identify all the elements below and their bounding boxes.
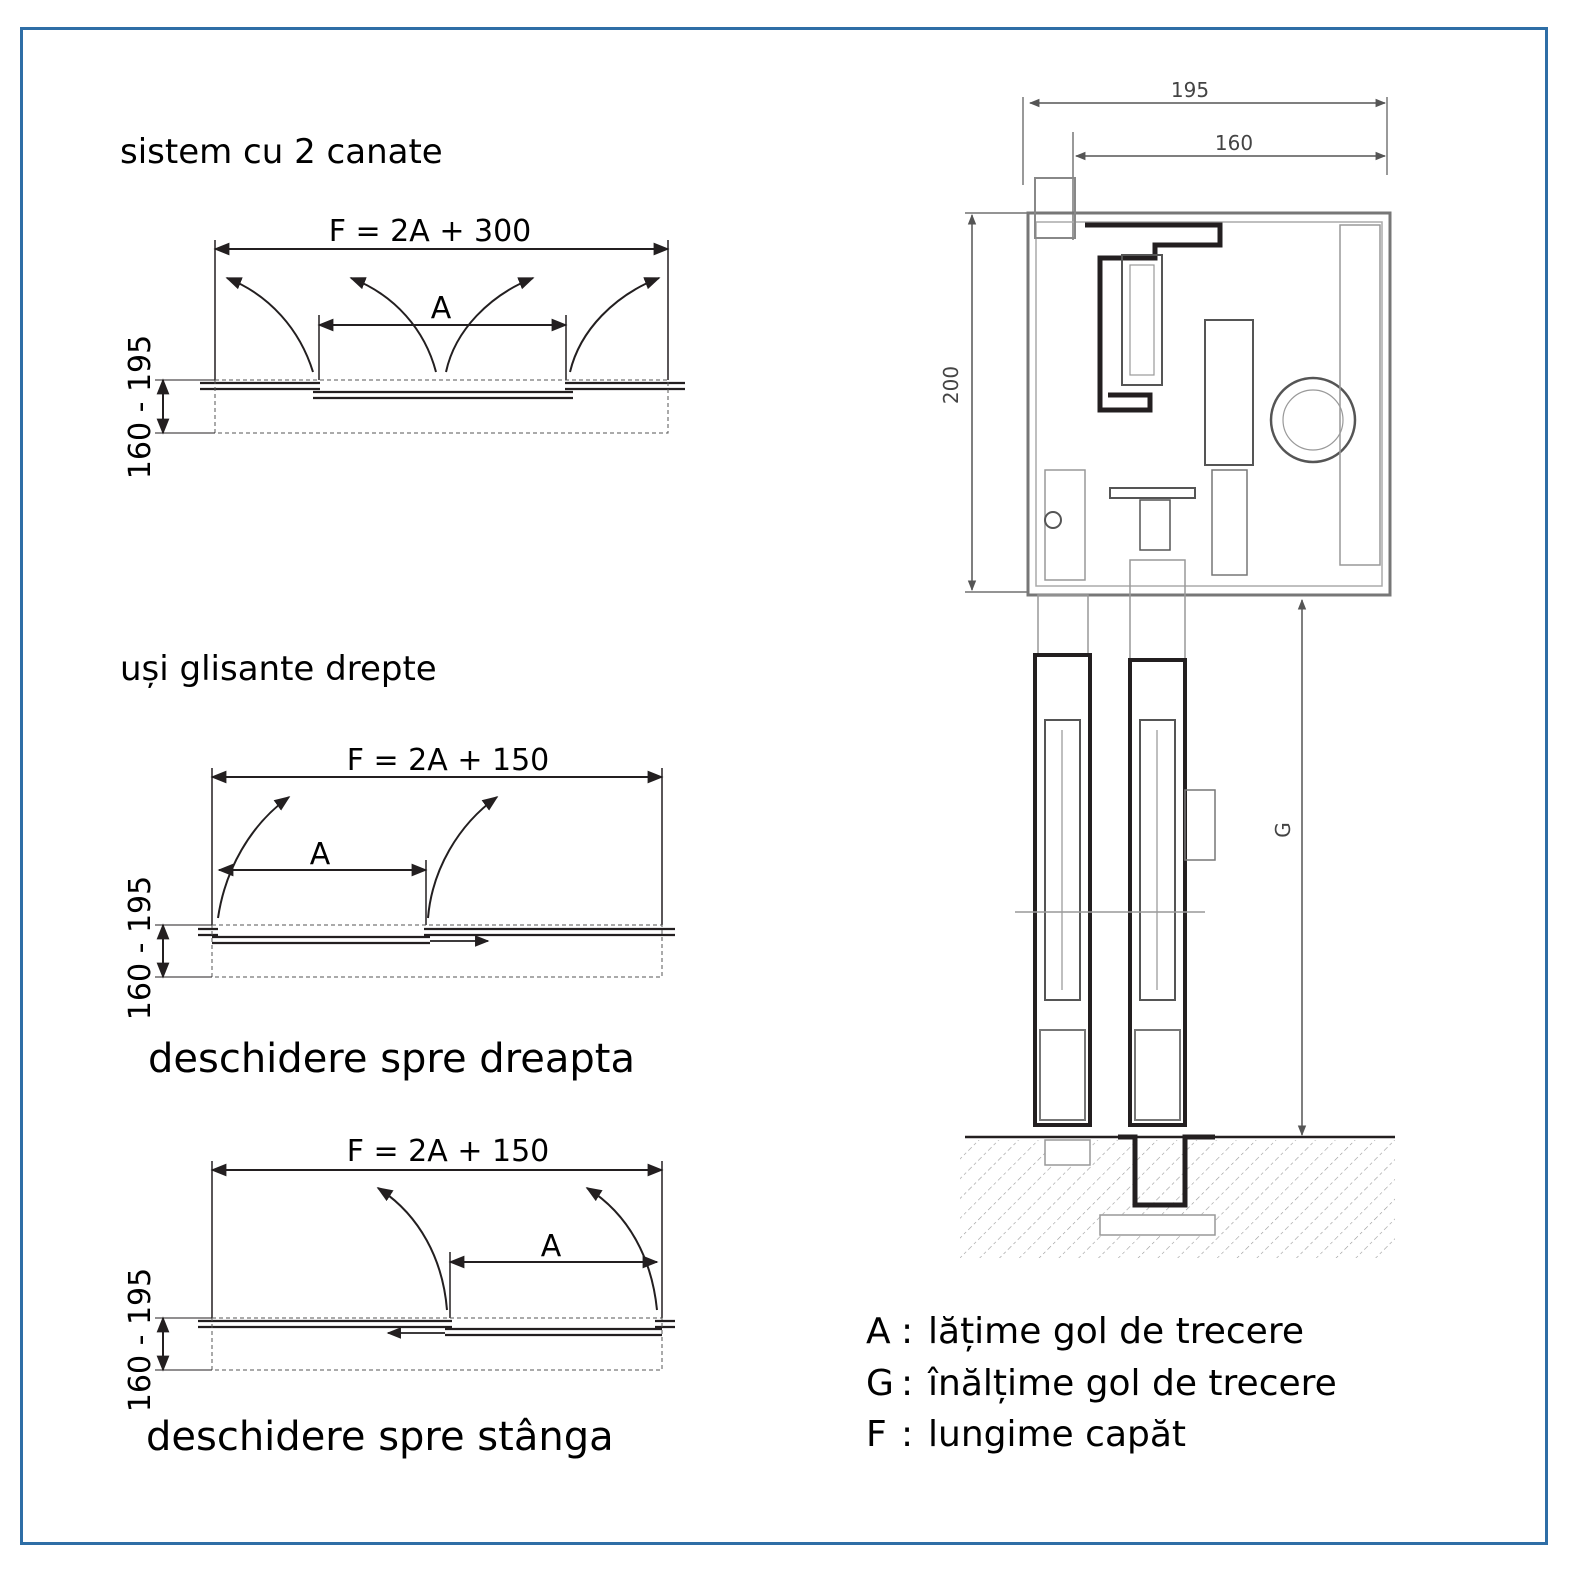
page-border [20,27,1548,1545]
left-opening-caption: deschidere spre stânga [146,1414,614,1460]
legend-key-a: A [866,1311,891,1352]
legend-sep-f: : [901,1414,913,1455]
depth-label: 160 - 195 [123,1268,158,1412]
straight-title: uși glisante drepte [120,649,437,689]
depth-label: 160 - 195 [123,335,158,479]
swing-arrow-3 [445,277,535,373]
right-opening-diagram: F = 2A + 150 A 160 - 195 deschidere spre… [123,743,675,1082]
cross-section-drawing: 195 160 200 G [939,78,1395,1258]
leaf-profiles [198,927,675,945]
f-formula-label: F = 2A + 150 [347,1134,550,1169]
door-leaf-right [1128,658,1216,1127]
legend-text-a: lățime gol de trecere [928,1311,1304,1352]
two-leaf-diagram: sistem cu 2 canate F = 2A + 300 A 160 - … [120,132,685,479]
legend-key-g: G [866,1363,894,1404]
pulley-wheel [1269,376,1357,464]
a-gap-label: A [431,291,452,326]
leaf-profiles [198,1319,675,1337]
motor-unit [1121,254,1163,386]
drive-rail [1085,222,1223,413]
a-gap-label: A [541,1229,562,1264]
door-leaf-left [1033,653,1092,1127]
depth-outline [211,1317,663,1371]
legend: A : lățime gol de trecere G : înălțime g… [866,1311,1337,1455]
swing-arrow-1 [217,796,291,919]
legend-sep-g: : [901,1363,913,1404]
depth-outline [214,379,669,434]
operator-housing [1026,211,1392,597]
f-formula-label: F = 2A + 300 [329,214,532,249]
a-gap-label: A [310,837,331,872]
swing-arrow-1 [225,277,314,373]
two-leaf-title: sistem cu 2 canate [120,132,443,172]
height-200-label: 200 [939,366,963,404]
legend-sep-a: : [901,1311,913,1352]
left-opening-diagram: F = 2A + 150 A 160 - 195 deschidere spre… [123,1134,675,1460]
legend-key-f: F [866,1414,887,1455]
width-160-label: 160 [1215,131,1253,155]
right-opening-caption: deschidere spre dreapta [148,1036,635,1082]
swing-arrow-2 [349,277,437,373]
floor-hatch [960,1140,1395,1258]
width-195-label: 195 [1171,78,1209,102]
legend-text-f: lungime capăt [928,1414,1186,1455]
drive-roller [1204,319,1254,466]
floor-guide [1118,1134,1215,1208]
leaf-profiles [200,381,685,400]
swing-arrow-2 [585,1187,658,1311]
depth-outline [211,924,663,978]
clear-height-label: G [1271,822,1295,838]
legend-text-g: înălțime gol de trecere [927,1363,1337,1404]
swing-arrow-2 [427,796,499,919]
swing-arrow-4 [569,277,661,373]
swing-arrow-1 [376,1187,448,1311]
depth-label: 160 - 195 [123,876,158,1020]
f-formula-label: F = 2A + 150 [347,743,550,778]
